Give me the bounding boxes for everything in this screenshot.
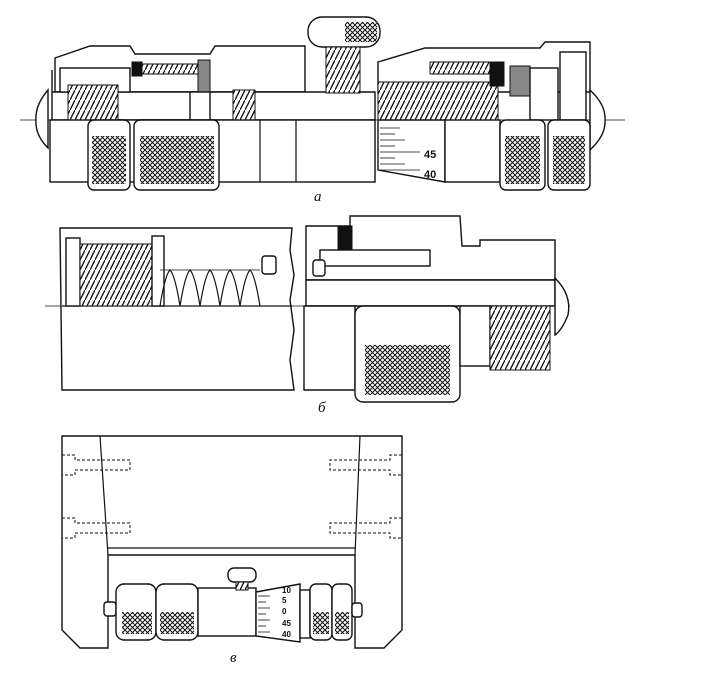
lock-screw-knurl-a [345, 22, 377, 42]
scale-mark-v-40: 40 [282, 630, 291, 639]
seal-b [337, 225, 353, 253]
insert-right-a [509, 65, 531, 97]
thimble-v [255, 583, 301, 643]
hidden-holes-v [62, 454, 402, 539]
anvil-left-v [103, 601, 117, 617]
scale-mark-v-0: 0 [282, 607, 287, 616]
figure-label-b: б [318, 400, 326, 416]
ring-b [459, 305, 491, 367]
knurl-1-v [122, 612, 152, 634]
knurl-3-v [313, 612, 329, 634]
frame-edge-right-v [354, 435, 361, 556]
knurl-3-a [505, 136, 540, 184]
figure-label-v: в [230, 650, 237, 666]
end-cap-right-a [589, 88, 606, 152]
shaft-b [305, 279, 556, 307]
thread-right-a [377, 81, 499, 121]
spring-b [159, 269, 261, 307]
knurl-2-a [140, 136, 214, 184]
thread-top-right-a [429, 61, 491, 75]
thread-right-b [489, 305, 551, 371]
seal-left-a [131, 61, 143, 77]
collar-v [299, 589, 311, 639]
frame-edge-left-v [99, 435, 109, 556]
insert-left-a [197, 59, 211, 95]
nut-right-a [529, 67, 559, 121]
body-lower-right-b [303, 305, 356, 391]
thread-mid-a [232, 89, 256, 121]
knurl-4-v [335, 612, 349, 634]
cap-right-a [559, 51, 587, 121]
knurl-1-a [92, 136, 126, 184]
lock-screw-stem-v [235, 581, 249, 591]
scale-mark-v-45: 45 [282, 619, 291, 628]
scale-mark-v-5: 5 [282, 596, 287, 605]
seal-right-a [489, 61, 505, 87]
end-flange-b [65, 237, 81, 307]
knurl-b [365, 345, 450, 395]
anvil-right-v [351, 602, 363, 618]
figure-a: 45 40 a [20, 16, 625, 205]
scale-mark-a-40: 40 [424, 169, 436, 181]
collar-a [189, 91, 211, 121]
body-lower-right-a [444, 119, 501, 183]
knurl-4-a [553, 136, 585, 184]
lock-screw-thread-a [325, 46, 361, 94]
fine-thread-b [79, 243, 153, 307]
lock-screw-head-v [227, 567, 257, 583]
figure-b: б [45, 215, 570, 416]
sleeve-b [319, 249, 431, 267]
knurl-2-v [160, 612, 194, 634]
scale-ticks-v [258, 595, 270, 633]
end-cap-left-a [35, 88, 49, 150]
scale-mark-v-10: 10 [282, 586, 291, 595]
thread-left-a [67, 84, 119, 121]
figure-label-a: a [314, 189, 322, 205]
barrel-v [197, 587, 257, 637]
pin-left-b [261, 255, 277, 275]
figure-v: 10 5 0 45 40 в [61, 435, 403, 666]
collar-b [151, 235, 165, 307]
scale-mark-a-45: 45 [424, 149, 436, 161]
scale-ticks-a [380, 127, 420, 171]
end-cap-b [554, 276, 570, 337]
pin-right-b [312, 259, 326, 277]
